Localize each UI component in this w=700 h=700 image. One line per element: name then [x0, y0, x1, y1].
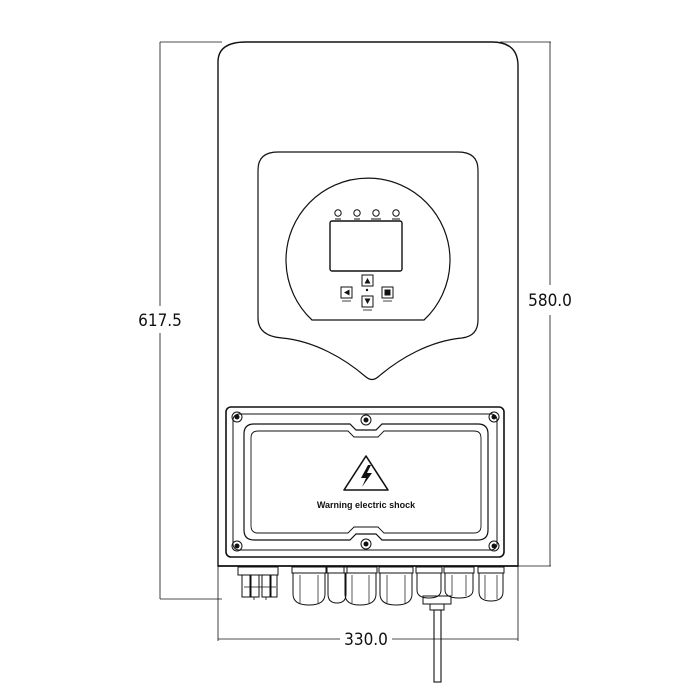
screw — [231, 540, 243, 552]
down-arrow-icon — [364, 298, 371, 304]
wiring-cover-recess — [243, 423, 489, 541]
cable-gland — [415, 566, 443, 599]
cable-gland — [326, 566, 348, 604]
center-dot — [365, 288, 369, 292]
screw — [360, 414, 372, 426]
indicator-led — [392, 209, 400, 220]
wifi-antenna — [422, 595, 452, 683]
down-button[interactable] — [361, 295, 374, 311]
wiring-cover-inner — [250, 430, 482, 534]
indicator-led — [371, 209, 381, 220]
display-panel — [257, 151, 479, 381]
cable-gland — [291, 566, 327, 606]
dimension-body-height: 580.0 — [500, 41, 572, 567]
lcd-screen — [329, 220, 403, 272]
screw — [488, 411, 500, 423]
width-label: 330.0 — [344, 630, 388, 650]
cable-gland — [378, 566, 414, 606]
cover-screws — [231, 411, 500, 552]
up-button[interactable] — [361, 274, 374, 287]
indicator-led — [334, 209, 342, 220]
enter-button[interactable] — [381, 286, 394, 302]
total-height-label: 617.5 — [138, 311, 182, 331]
screw — [488, 540, 500, 552]
cable-gland — [477, 566, 505, 602]
wiring-cover-outer — [225, 406, 505, 558]
screw — [360, 538, 372, 550]
screw — [231, 411, 243, 423]
enter-icon — [384, 289, 391, 296]
up-arrow-icon — [364, 278, 371, 284]
body-height-label: 580.0 — [528, 291, 572, 311]
dimension-width: 330.0 — [217, 566, 519, 650]
indicator-leds — [334, 209, 400, 220]
lightning-bolt-triangle-icon — [343, 455, 389, 491]
warning-label: Warning electric shock — [317, 500, 416, 510]
cable-gland — [343, 566, 378, 606]
back-button[interactable] — [340, 286, 353, 302]
dc-connectors — [237, 566, 279, 600]
left-arrow-icon — [344, 289, 350, 296]
indicator-led — [353, 209, 361, 220]
display-bezel — [285, 177, 451, 321]
dimension-total-height: 617.5 — [138, 41, 222, 600]
cable-glands — [291, 566, 505, 606]
inverter-body — [217, 41, 519, 567]
cable-gland — [443, 566, 475, 599]
wiring-cover-frame — [232, 413, 498, 551]
